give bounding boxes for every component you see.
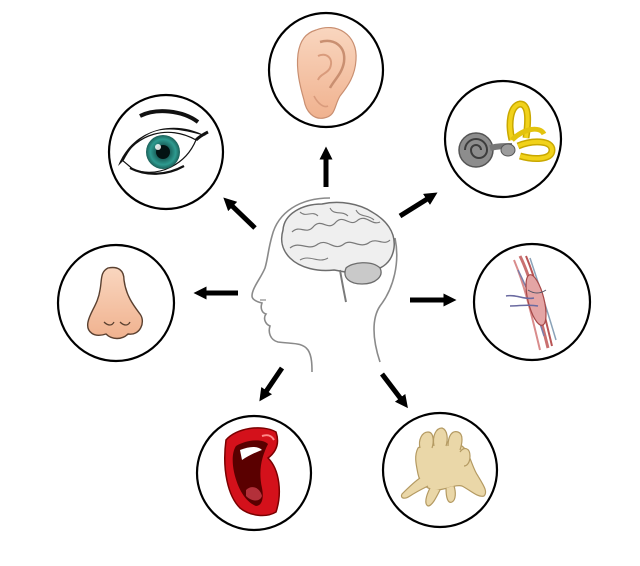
arrow-to-mouth (259, 366, 285, 402)
mouth-icon (224, 427, 281, 517)
arrow-to-inner-ear (398, 192, 438, 219)
sense-node-hearing (267, 11, 385, 129)
sense-node-sight (107, 93, 225, 211)
head-with-brain-icon (251, 197, 398, 373)
arrows (193, 146, 457, 409)
nose-icon (87, 266, 144, 340)
sense-node-smell (56, 243, 176, 363)
inner-ear-icon (458, 100, 556, 168)
sense-node-taste (195, 414, 313, 532)
sense-node-touch (381, 411, 499, 529)
arrow-to-eye (223, 197, 257, 230)
muscle-spindle-icon (505, 255, 557, 351)
sense-node-balance (443, 79, 563, 199)
sense-node-proprioception (472, 242, 592, 362)
ear-icon (296, 26, 357, 119)
hand-icon (400, 427, 487, 507)
arrow-to-hand (380, 372, 408, 409)
eye-icon (118, 109, 209, 175)
